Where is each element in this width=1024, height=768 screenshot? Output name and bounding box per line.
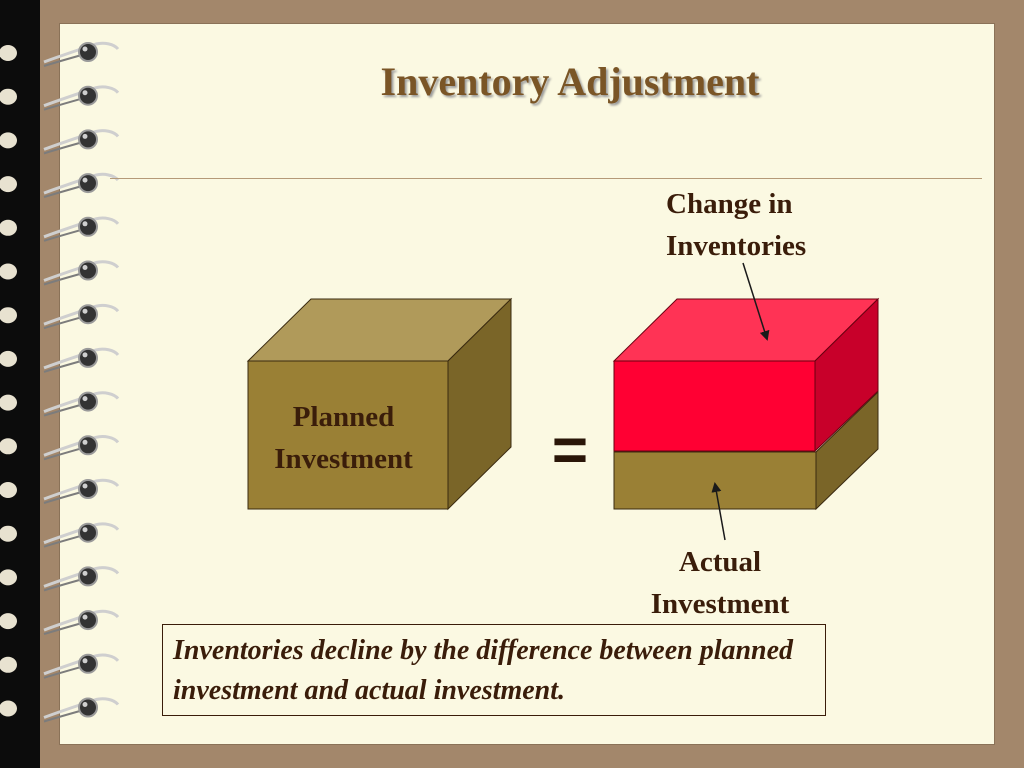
change-arrow: [742, 262, 770, 341]
binding-ring: [0, 172, 120, 199]
binding-ring: [0, 303, 120, 330]
title-divider: [110, 178, 982, 179]
actual-investment-slab: [613, 390, 879, 511]
left-dark-strip: [0, 0, 40, 768]
binding-ring: [0, 41, 120, 67]
binding-ring: [0, 522, 120, 548]
binding-ring: [0, 697, 120, 723]
change-in-inventories-block: [612, 297, 880, 453]
actual-arrow: [711, 482, 726, 541]
binding-ring: [0, 216, 120, 242]
planned-investment-label: Planned Investment: [274, 401, 413, 475]
binding-ring: [0, 609, 120, 636]
caption-text: Inventories decline by the difference be…: [173, 635, 794, 706]
binding-ring: [0, 347, 120, 373]
slide-title: Inventory Adjustment: [380, 59, 760, 104]
binding-ring: [0, 435, 120, 461]
change-in-inventories-label: Change in Inventories: [666, 188, 807, 262]
binding-ring: [0, 391, 120, 417]
binding-ring: [0, 129, 120, 155]
planned-investment-cube: [246, 297, 513, 511]
actual-investment-label: Actual Investment: [650, 546, 790, 620]
red-block-front: [613, 360, 816, 452]
planned-cube-front: [247, 360, 449, 510]
binding-ring: [0, 478, 120, 504]
binding-ring: [0, 566, 120, 592]
equals-sign: =: [551, 416, 589, 485]
caption-box: Inventories decline by the difference be…: [162, 624, 826, 716]
spiral-binding-icon: [0, 41, 120, 723]
binding-ring: [0, 653, 120, 679]
actual-slab-front: [613, 451, 817, 510]
binding-ring: [0, 85, 120, 111]
binding-ring: [0, 260, 120, 286]
